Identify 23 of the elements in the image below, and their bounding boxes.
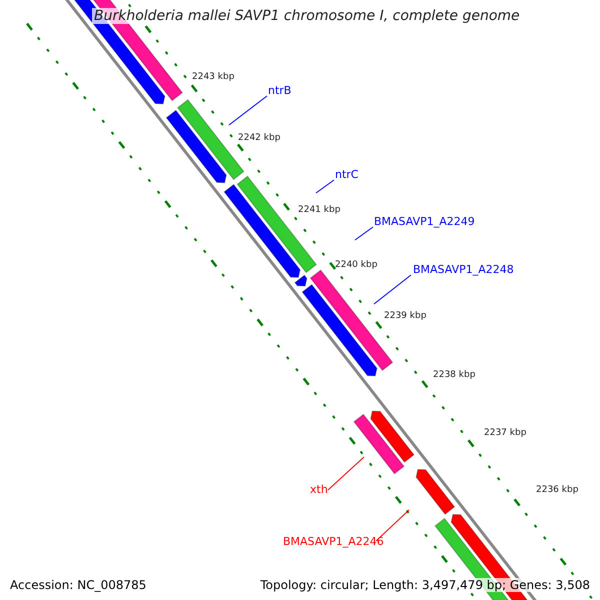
leader-line <box>228 96 268 126</box>
tick-label: 2238 kbp <box>433 370 476 380</box>
leader-line <box>354 226 374 240</box>
footer-text: Accession: NC_008785 <box>8 578 148 592</box>
tick-label: 2240 kbp <box>335 260 378 270</box>
title: Burkholderia mallei SAVP1 chromosome I, complete genome <box>92 8 522 24</box>
gene-label: BMASAVP1_A2248 <box>413 263 514 276</box>
gene-label: ntrB <box>268 84 292 97</box>
leader-line <box>374 274 412 304</box>
leader-line <box>316 180 334 194</box>
tick-label: 2241 kbp <box>298 205 340 215</box>
tick-label: 2243 kbp <box>192 72 234 82</box>
leader-line <box>328 456 364 490</box>
tick-label: 2236 kbp <box>536 485 578 495</box>
leader-line <box>376 510 410 542</box>
gene-label: BMASAVP1_A2249 <box>374 215 475 228</box>
gene-label: BMASAVP1_A2246 <box>283 535 384 548</box>
tick-label: 2237 kbp <box>484 428 526 438</box>
tick-label: 2242 kbp <box>238 133 280 143</box>
gene-label: xth <box>310 483 328 496</box>
footer-text: Topology: circular; Length: 3,497,479 bp; Genes: 3,508 <box>258 578 592 592</box>
tick-label: 2239 kbp <box>384 311 426 321</box>
gene-label: ntrC <box>335 168 358 181</box>
